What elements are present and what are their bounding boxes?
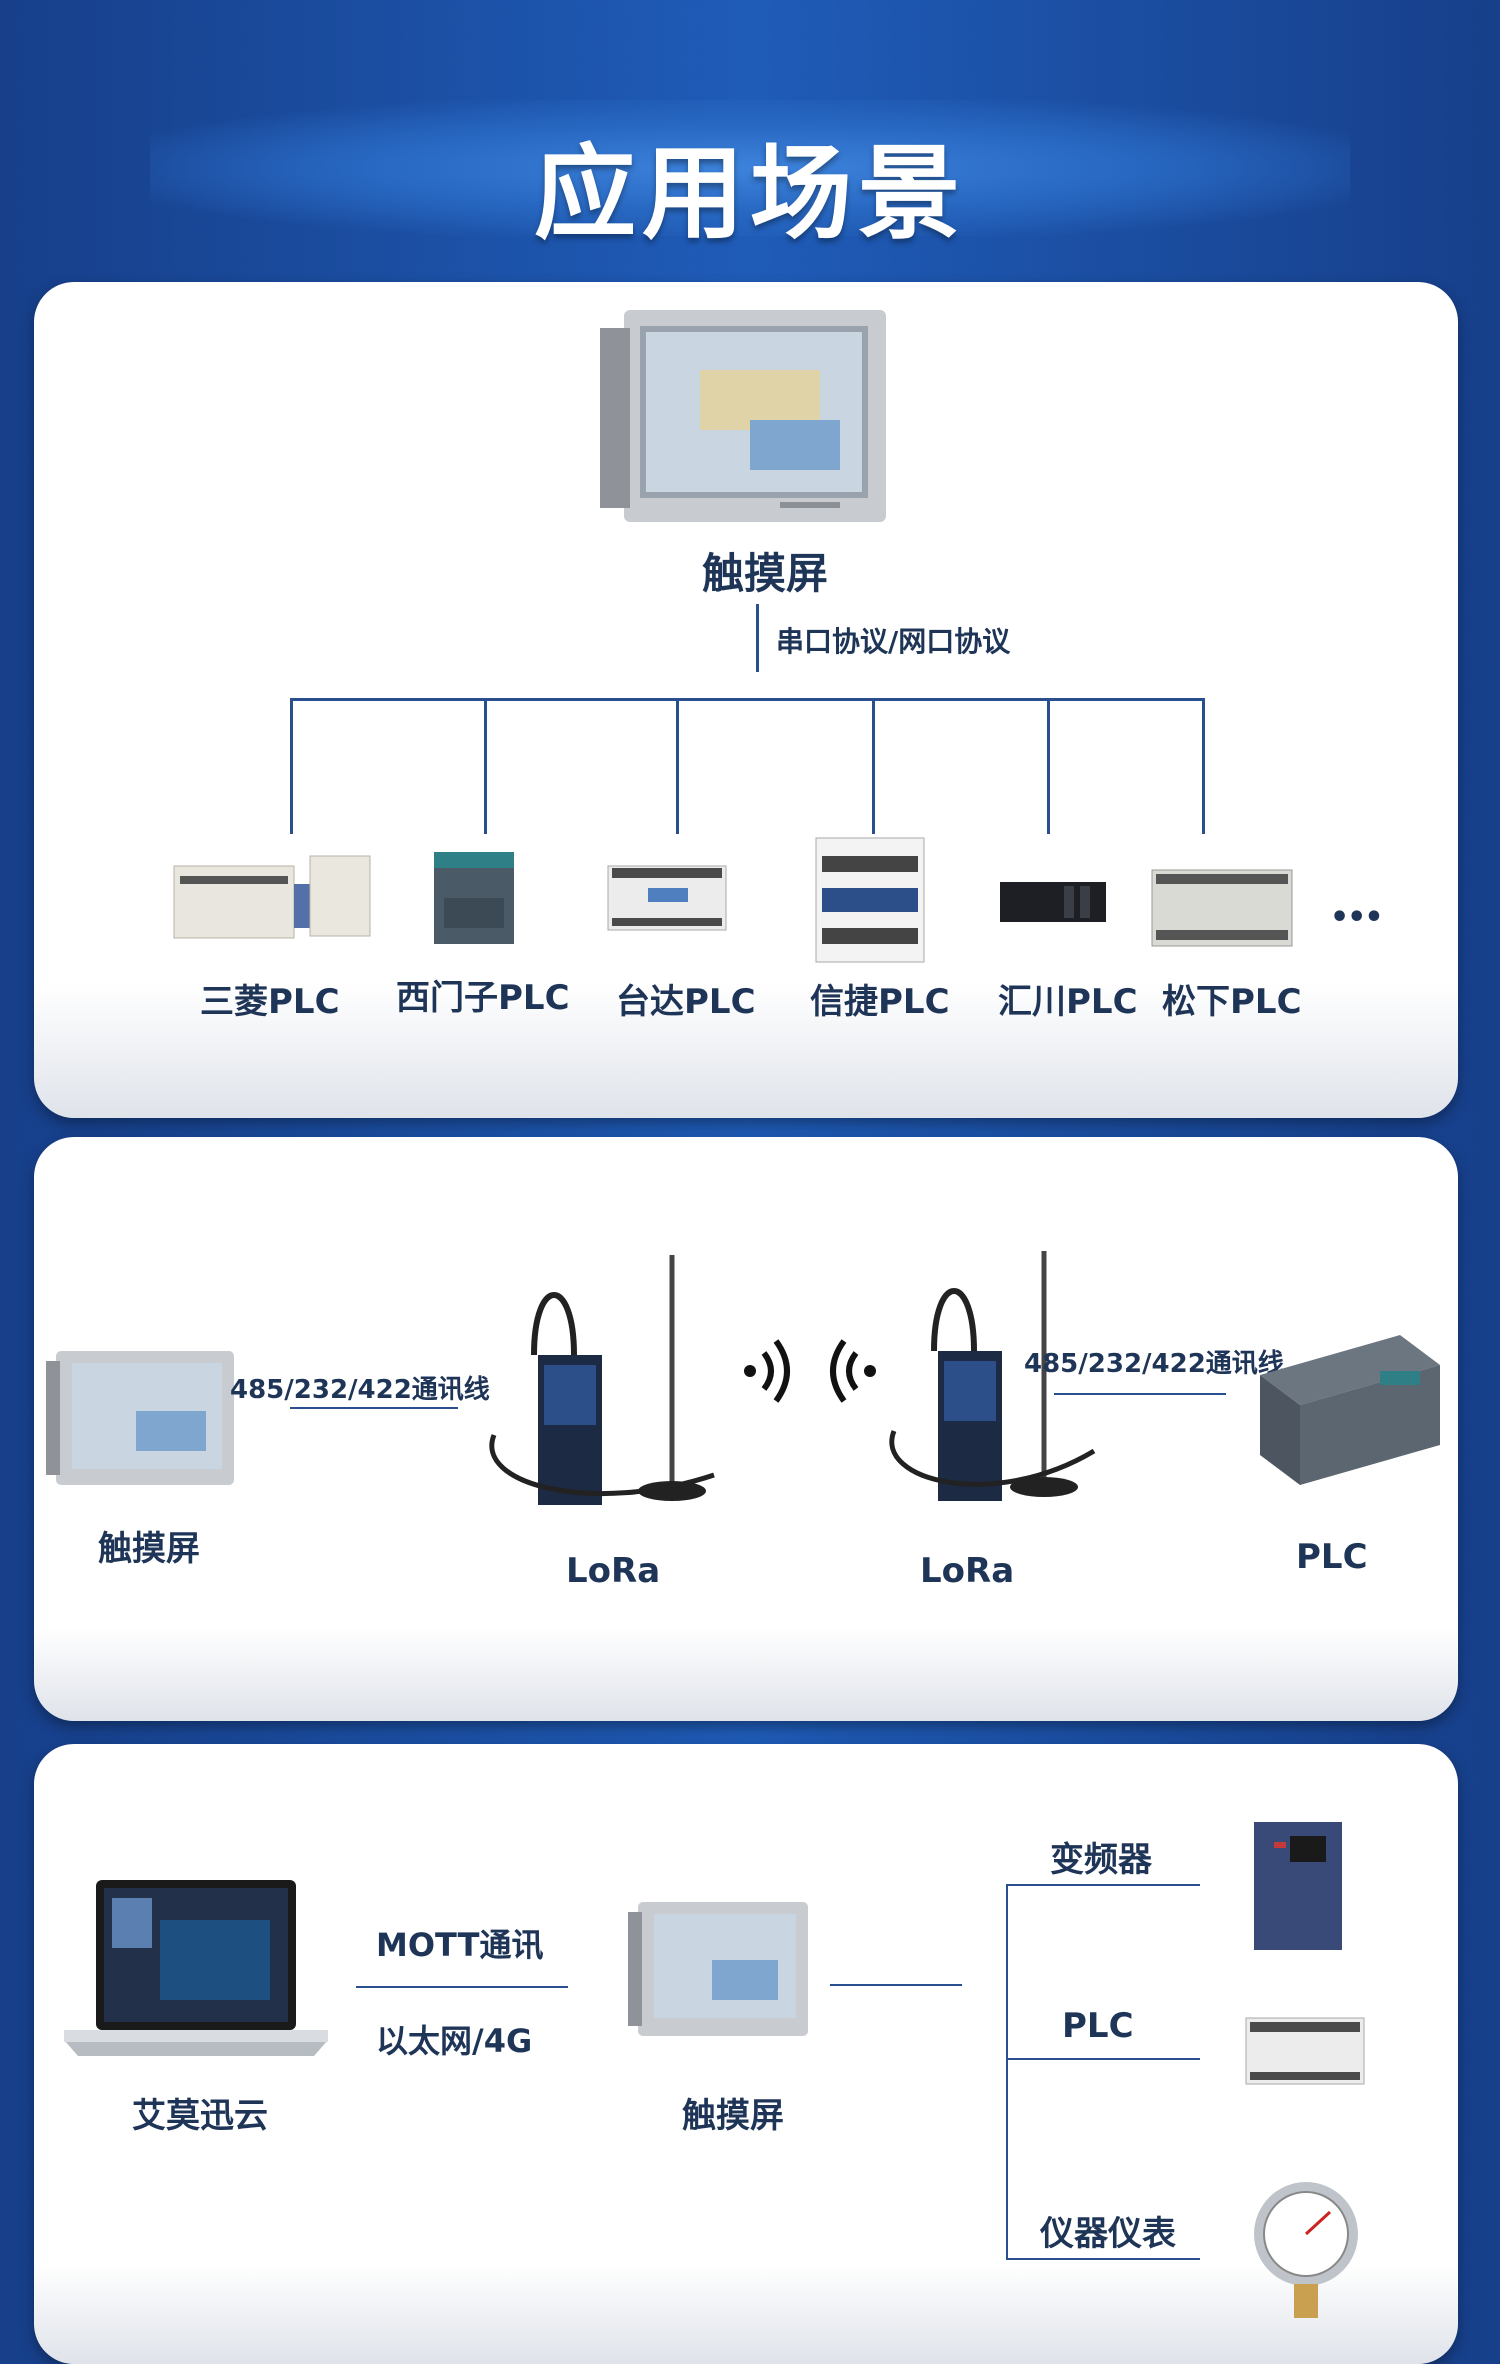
right-cable-line [1054,1393,1226,1395]
pressure-gauge-icon [1254,2182,1358,2318]
xinje-plc-icon [815,837,925,963]
panel-lora-link: 触摸屏 485/232/422通讯线 LoRa LoRa 485/232/422… [34,1137,1458,1721]
drop-line-6 [1202,698,1205,834]
inovance-plc-icon [1000,882,1106,922]
branch-2-label: PLC [1062,2006,1134,2046]
touchscreen-icon [46,1351,234,1485]
lora-module-icon [889,1251,1096,1501]
device-label-siemens: 西门子PLC [396,978,570,1018]
link-line [356,1986,568,1988]
branch-2-line [1006,2058,1200,2060]
right-cable-label: 485/232/422通讯线 [1024,1349,1284,1379]
plc-label: PLC [1296,1537,1368,1577]
cloud-label: 艾莫迅云 [132,2096,268,2136]
branch-1-label: 变频器 [1050,1840,1152,1880]
left-cable-line [290,1407,458,1409]
drop-line-2 [484,698,487,834]
trunk-line [756,604,759,672]
link-top-label: MOTT通讯 [376,1926,544,1964]
branch-1-line [1006,1884,1200,1886]
inverter-icon [1254,1822,1342,1950]
delta-plc-icon [607,865,727,931]
branch-3-label: 仪器仪表 [1040,2214,1176,2254]
lora-right-label: LoRa [920,1551,1015,1591]
mitsubishi-plc-icon [173,855,371,939]
device-label-delta: 台达PLC [616,982,756,1022]
page-title: 应用场景 [534,135,966,254]
laptop-icon [64,1880,328,2056]
device-label-inovance: 汇川PLC [998,982,1138,1022]
panel-plc-protocols: 触摸屏 串口协议/网口协议 ••• 三菱PL [34,282,1458,1118]
lora-left-label: LoRa [566,1551,661,1591]
wireless-signal-icon [744,1339,876,1403]
title-band [150,100,1350,236]
drop-line-4 [872,698,875,834]
siemens-plc-icon [434,852,514,944]
link-bottom-label: 以太网/4G [376,2022,533,2060]
drop-line-3 [676,698,679,834]
lora-module-icon [489,1255,715,1505]
plc-icon [1260,1335,1440,1485]
protocol-label: 串口协议/网口协议 [776,625,1011,658]
hmi-label: 触摸屏 [702,549,829,598]
device-label-mitsubishi: 三菱PLC [200,982,340,1022]
hmi-label: 触摸屏 [682,2096,784,2136]
branch-3-line [1006,2258,1200,2260]
device-label-xinje: 信捷PLC [810,982,950,1022]
hmi-label: 触摸屏 [98,1529,200,1569]
touchscreen-icon [600,310,886,522]
device-label-panasonic: 松下PLC [1162,982,1302,1022]
left-cable-label: 485/232/422通讯线 [230,1375,490,1405]
hmi-to-branch-line [830,1984,962,1986]
plc-icon [1245,2017,1365,2085]
panel-cloud-link: 艾莫迅云 MOTT通讯 以太网/4G 触摸屏 变频器 PLC 仪器仪表 [34,1744,1458,2364]
touchscreen-icon [628,1902,808,2036]
panasonic-plc-icon [1151,869,1293,947]
drop-line-5 [1047,698,1050,834]
more-indicator: ••• [1330,900,1384,935]
branch-vertical-line [1006,1884,1008,2260]
drop-line-1 [290,698,293,834]
bus-line [290,698,1202,701]
